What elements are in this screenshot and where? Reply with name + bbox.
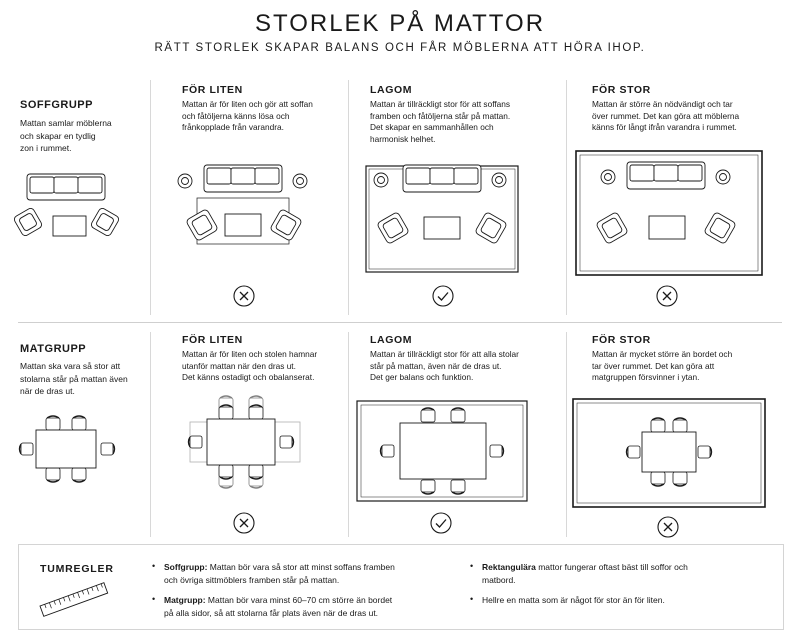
column-divider bbox=[348, 332, 349, 537]
sofa-desc-line: zon i rummet. bbox=[20, 143, 72, 153]
sofa-section-title: SOFFGRUPP bbox=[20, 99, 93, 111]
check-icon bbox=[430, 512, 452, 534]
dining-desc-line: när de dras ut. bbox=[20, 386, 75, 396]
desc-line: Det ger balans och funktion. bbox=[370, 372, 474, 383]
page-subtitle: RÄTT STORLEK SKAPAR BALANS OCH FÅR MÖBLE… bbox=[154, 42, 646, 54]
desc-line: Mattan är för liten och gör att soffan bbox=[182, 99, 313, 109]
tip-rectangular: Rektangulära mattor fungerar oftast bäst… bbox=[482, 561, 688, 587]
sofa-overview-diagram bbox=[13, 173, 120, 237]
column-divider bbox=[566, 80, 567, 315]
sofa-case-heading-right: LAGOM bbox=[370, 84, 413, 96]
dining-case-heading-large: FÖR STOR bbox=[592, 334, 651, 346]
dining-rug-too-small-diagram bbox=[187, 395, 301, 489]
dining-case-heading-right: LAGOM bbox=[370, 334, 413, 346]
desc-line: Mattan är tillräckligt stor för att alla… bbox=[370, 349, 519, 359]
bullet: • bbox=[470, 561, 474, 571]
tip-text: mattor fungerar oftast bäst till soffor … bbox=[535, 562, 688, 572]
sofa-rug-too-large-diagram bbox=[575, 150, 763, 276]
column-divider bbox=[150, 80, 151, 315]
tips-title: TUMREGLER bbox=[40, 563, 114, 575]
desc-line: känns för långt ifrån varandra i rummet. bbox=[592, 122, 737, 133]
cross-icon bbox=[233, 285, 255, 307]
sofa-case-description-large: Mattan är större än nödvändigt och tar ö… bbox=[592, 99, 792, 134]
tip-sofa: Soffgrupp: Mattan bör vara så stor att m… bbox=[164, 561, 395, 587]
column-divider bbox=[566, 332, 567, 537]
desc-line: harmonisk helhet. bbox=[370, 133, 436, 144]
sofa-desc-line: Mattan samlar möblerna bbox=[20, 118, 112, 128]
tip-text: Mattan bör vara minst 60–70 cm större än… bbox=[205, 595, 393, 605]
tip-line: Hellre en matta som är något för stor än… bbox=[482, 595, 665, 605]
desc-line: över rummet. Det kan göra att möblerna bbox=[592, 110, 740, 121]
dining-section-title: MATGRUPP bbox=[20, 343, 87, 355]
dining-case-description-large: Mattan är mycket större än bordet och ta… bbox=[592, 349, 792, 384]
bullet: • bbox=[152, 594, 156, 604]
dining-overview-diagram bbox=[18, 415, 116, 483]
page-title: STORLEK PÅ MATTOR bbox=[254, 10, 546, 37]
desc-line: matgruppen försvinner i ytan. bbox=[592, 372, 700, 383]
tip-line: Soffgrupp: Mattan bör vara så stor att m… bbox=[164, 561, 395, 574]
sofa-rug-too-small-diagram bbox=[177, 164, 308, 245]
dining-case-heading-small: FÖR LITEN bbox=[182, 334, 243, 346]
bullet: • bbox=[152, 561, 156, 571]
desc-line: står på mattan, även när de dras ut. bbox=[370, 360, 502, 371]
dining-section-description: Mattan ska vara så stor att stolarna stå… bbox=[20, 360, 128, 398]
desc-line: och fåtöljerna känns lösa och bbox=[182, 110, 290, 121]
cross-icon bbox=[656, 285, 678, 307]
sofa-section-description: Mattan samlar möblerna och skapar en tyd… bbox=[20, 117, 112, 155]
cross-icon bbox=[657, 516, 679, 538]
sofa-case-heading-large: FÖR STOR bbox=[592, 84, 651, 96]
sofa-rug-right-diagram bbox=[365, 164, 519, 273]
tip-line: och övriga sittmöblers framben står på m… bbox=[164, 575, 340, 585]
desc-line: Mattan är tillräckligt stor för att soff… bbox=[370, 99, 511, 109]
desc-line: framben och fåtöljerna står på mattan. bbox=[370, 110, 511, 121]
sofa-case-heading-small: FÖR LITEN bbox=[182, 84, 243, 96]
desc-line: Mattan är större än nödvändigt och tar bbox=[592, 99, 733, 109]
dining-desc-line: Mattan ska vara så stor att bbox=[20, 361, 121, 371]
dining-rug-right-diagram bbox=[356, 400, 528, 502]
tips-box bbox=[18, 544, 784, 630]
dining-rug-too-large-diagram bbox=[572, 398, 766, 508]
column-divider bbox=[150, 332, 151, 537]
tip-line: Matgrupp: Mattan bör vara minst 60–70 cm… bbox=[164, 594, 392, 607]
check-icon bbox=[432, 285, 454, 307]
desc-line: utanför mattan när den dras ut. bbox=[182, 360, 296, 371]
desc-line: Det känns ostadigt och obalanserat. bbox=[182, 372, 315, 383]
tip-line: matbord. bbox=[482, 575, 516, 585]
desc-line: Mattan är för liten och stolen hamnar bbox=[182, 349, 318, 359]
dining-desc-line: stolarna står på mattan även bbox=[20, 373, 128, 384]
tip-bold: Matgrupp: bbox=[164, 595, 206, 605]
tip-dining: Matgrupp: Mattan bör vara minst 60–70 cm… bbox=[164, 594, 392, 620]
desc-line: Mattan är mycket större än bordet och bbox=[592, 349, 733, 359]
ruler-icon bbox=[39, 582, 109, 617]
sofa-case-description-small: Mattan är för liten och gör att soffan o… bbox=[182, 99, 382, 134]
sofa-case-description-right: Mattan är tillräckligt stor för att soff… bbox=[370, 99, 570, 145]
dining-case-description-right: Mattan är tillräckligt stor för att alla… bbox=[370, 349, 570, 384]
tip-bold: Soffgrupp: bbox=[164, 562, 208, 572]
section-divider bbox=[18, 322, 782, 323]
bullet: • bbox=[470, 594, 474, 604]
tip-bold: Rektangulära bbox=[482, 562, 536, 572]
desc-line: Det skapar en sammanhållen och bbox=[370, 122, 494, 133]
tip-prefer-larger: Hellre en matta som är något för stor än… bbox=[482, 594, 665, 607]
sofa-desc-line: och skapar en tydlig bbox=[20, 130, 96, 141]
tip-line: på alla sidor, så att stolarna får plats… bbox=[164, 608, 379, 618]
desc-line: tar över rummet. Det kan göra att bbox=[592, 360, 715, 371]
cross-icon bbox=[233, 512, 255, 534]
column-divider bbox=[348, 80, 349, 315]
desc-line: frånkopplade från varandra. bbox=[182, 122, 284, 133]
tip-text: Mattan bör vara så stor att minst soffan… bbox=[207, 562, 395, 572]
tip-line: Rektangulära mattor fungerar oftast bäst… bbox=[482, 561, 688, 574]
dining-case-description-small: Mattan är för liten och stolen hamnar ut… bbox=[182, 349, 382, 384]
